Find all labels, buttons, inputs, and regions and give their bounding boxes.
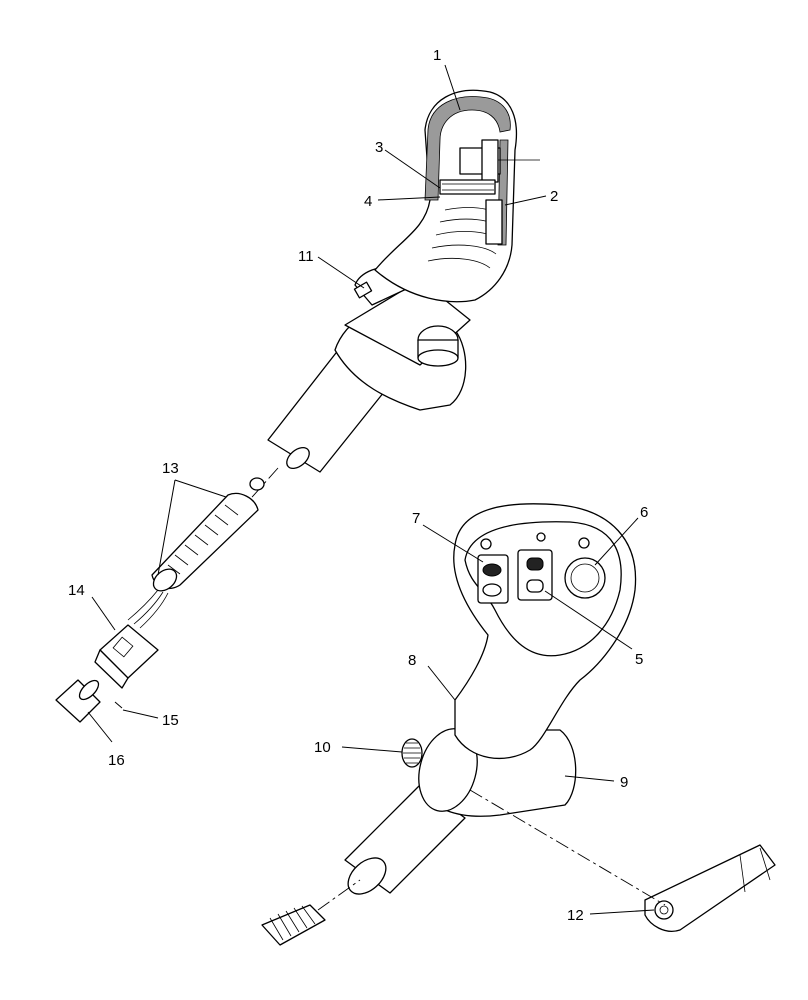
- callout-11: 11: [298, 248, 314, 265]
- callout-10: 10: [314, 739, 331, 756]
- callout-15: 15: [162, 712, 179, 729]
- callout-labels: 1 2 3 4 5 6 7 8 9 10 11 12 13 14 15 16: [68, 47, 648, 924]
- callout-13: 13: [162, 460, 179, 477]
- leader-lines: [87, 64, 655, 915]
- wiring-harness: [55, 467, 279, 723]
- callout-8: 8: [408, 652, 416, 669]
- callout-14: 14: [68, 582, 85, 599]
- callout-2: 2: [550, 188, 558, 205]
- callout-12: 12: [567, 907, 584, 924]
- upper-handle-assembly: [267, 89, 540, 473]
- callout-6: 6: [640, 504, 648, 521]
- callout-16: 16: [108, 752, 125, 769]
- lower-grip-assembly: [261, 503, 776, 946]
- callout-7: 7: [412, 510, 420, 527]
- callout-5: 5: [635, 651, 643, 668]
- callout-4: 4: [364, 193, 372, 210]
- callout-1: 1: [433, 47, 441, 64]
- coiled-cable: [167, 504, 239, 575]
- callout-3: 3: [375, 139, 383, 156]
- internal-spring: [427, 207, 503, 269]
- callout-9: 9: [620, 774, 628, 791]
